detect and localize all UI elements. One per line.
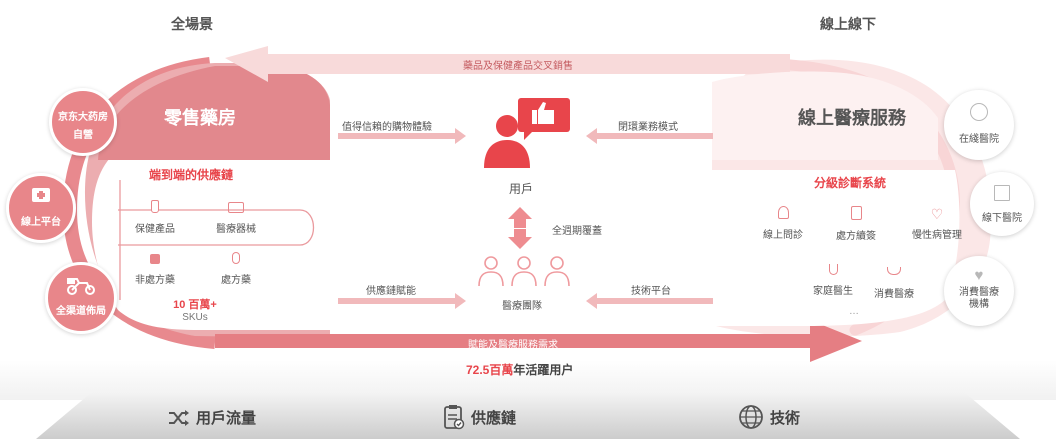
medical-item-prescription-renewal: 處方續簽 (826, 206, 886, 242)
badge-offline-hospital: 線下醫院 (970, 172, 1034, 236)
medical-item-consumer-medical: 消費醫療 (864, 262, 924, 300)
supply-item-label: 保健產品 (135, 224, 175, 235)
capsule-icon (232, 252, 240, 264)
user-icon (484, 98, 570, 168)
heading-all-scenarios: 全場景 (171, 16, 213, 32)
monitor-icon (228, 202, 244, 213)
supply-item-label: 非處方藥 (135, 275, 175, 286)
supply-item-prescription-drugs: 處方藥 (210, 251, 262, 286)
arrow-label-closed-loop: 閉環業務模式 (618, 122, 678, 133)
doctor-icon (777, 206, 789, 219)
supply-item-health-products: 保健產品 (128, 200, 182, 235)
supply-item-otc-drugs: 非處方藥 (128, 251, 182, 286)
badge-online-platform: 線上平台 (6, 173, 76, 243)
center-arrows (338, 128, 713, 309)
shuffle-icon (169, 409, 189, 426)
arrow-label-tech-platform: 技術平台 (631, 286, 671, 297)
clipboard-check-icon (444, 405, 465, 430)
skus-number: 10 百萬+ (173, 299, 217, 311)
supply-chain-title: 端到端的供應鏈 (149, 168, 234, 182)
foundation-label: 用戶流量 (196, 410, 257, 427)
medical-ellipsis: … (849, 306, 859, 317)
stethoscope-icon (828, 264, 838, 275)
badge-online-hospital: 在綫醫院 (944, 90, 1014, 160)
top-arrow-label: 藥品及保健產品交叉銷售 (463, 61, 573, 72)
medical-item-chronic-disease: ♡ 慢性病管理 (904, 206, 970, 241)
double-arrow (508, 207, 532, 249)
badge-label: 全渠道佈局 (56, 306, 106, 317)
medical-header-area (712, 71, 938, 160)
diagnosis-system-title: 分級診斷系統 (814, 176, 887, 190)
foundation-label: 供應鏈 (471, 409, 517, 427)
skus-unit: SKUs (182, 312, 208, 323)
heading-online-offline: 線上線下 (820, 16, 876, 32)
foundation-label: 技術 (770, 409, 801, 427)
coverage-label: 全週期覆蓋 (552, 226, 602, 237)
badge-jd-pharmacy: 京东大药房 自營 (49, 88, 117, 156)
badge-label: 自營 (73, 130, 93, 141)
retail-title: 零售藥房 (164, 108, 236, 128)
foundation-supply-chain: 供應鏈 (443, 404, 516, 430)
supply-item-label: 醫療器械 (216, 224, 256, 235)
badge-label: 線上平台 (21, 217, 61, 228)
badge-consumer-medical-institution: ♥ 消費醫療 機構 (944, 256, 1014, 326)
supply-item-label: 處方藥 (221, 275, 251, 286)
supply-chain-connector (118, 180, 314, 300)
first-aid-kit-icon (32, 188, 50, 202)
arrow-label-trusted-shopping: 值得信賴的購物體驗 (342, 122, 432, 133)
arrow-label-supply-chain-empower: 供應鏈賦能 (366, 286, 416, 297)
hand-care-icon (887, 267, 901, 275)
badge-label: 消費醫療 機構 (947, 287, 1011, 311)
supply-item-medical-devices: 醫療器械 (206, 200, 266, 235)
foundation-technology: 技術 (738, 404, 800, 430)
globe-cross-icon (970, 103, 988, 121)
foundation-bar (36, 392, 1020, 439)
badge-label: 在綫醫院 (959, 134, 999, 145)
medical-item-label: 線上問診 (763, 230, 803, 241)
hand-heart-icon: ♥ (974, 267, 984, 284)
medical-title: 線上醫療服務 (798, 108, 906, 128)
scooter-icon (67, 278, 95, 295)
user-label: 用戶 (509, 182, 534, 196)
medical-item-label: 處方續簽 (836, 231, 876, 242)
medical-item-label: 消費醫療 (874, 289, 914, 300)
medical-item-online-consultation: 線上問診 (754, 206, 812, 241)
medical-item-family-doctor: 家庭醫生 (804, 262, 862, 297)
active-users: 72.5百萬年活躍用户 (466, 361, 573, 378)
medical-team-icon (478, 256, 570, 287)
foundation-user-traffic: 用戶流量 (168, 407, 256, 428)
medical-item-label: 慢性病管理 (912, 230, 962, 241)
bottom-arrow (215, 320, 862, 362)
jd-pharmacy-logo: 京东大药房 (58, 112, 108, 123)
active-users-text: 年活躍用户 (513, 363, 574, 377)
prescription-icon (850, 206, 862, 220)
medical-team-label: 醫療團隊 (502, 301, 542, 312)
skus-count: 10 百萬+ SKUs (160, 296, 230, 323)
bottom-arrow-label: 賦能及醫療服務需求 (468, 340, 558, 351)
badge-label: 線下醫院 (982, 213, 1022, 224)
bottle-icon (151, 200, 159, 213)
active-users-number: 72.5百萬 (466, 363, 514, 377)
top-arrow (225, 46, 790, 82)
hospital-icon (994, 185, 1010, 201)
heartbeat-icon: ♡ (930, 206, 944, 222)
retail-header-band (98, 66, 330, 160)
diagnosis-card (712, 170, 960, 326)
badge-omnichannel: 全渠道佈局 (45, 262, 117, 334)
badge-label-line1: 消費醫療 (959, 287, 999, 298)
medical-item-label: 家庭醫生 (813, 286, 853, 297)
globe-icon (739, 405, 763, 429)
jar-icon (150, 254, 160, 264)
badge-label-line2: 機構 (969, 299, 989, 310)
